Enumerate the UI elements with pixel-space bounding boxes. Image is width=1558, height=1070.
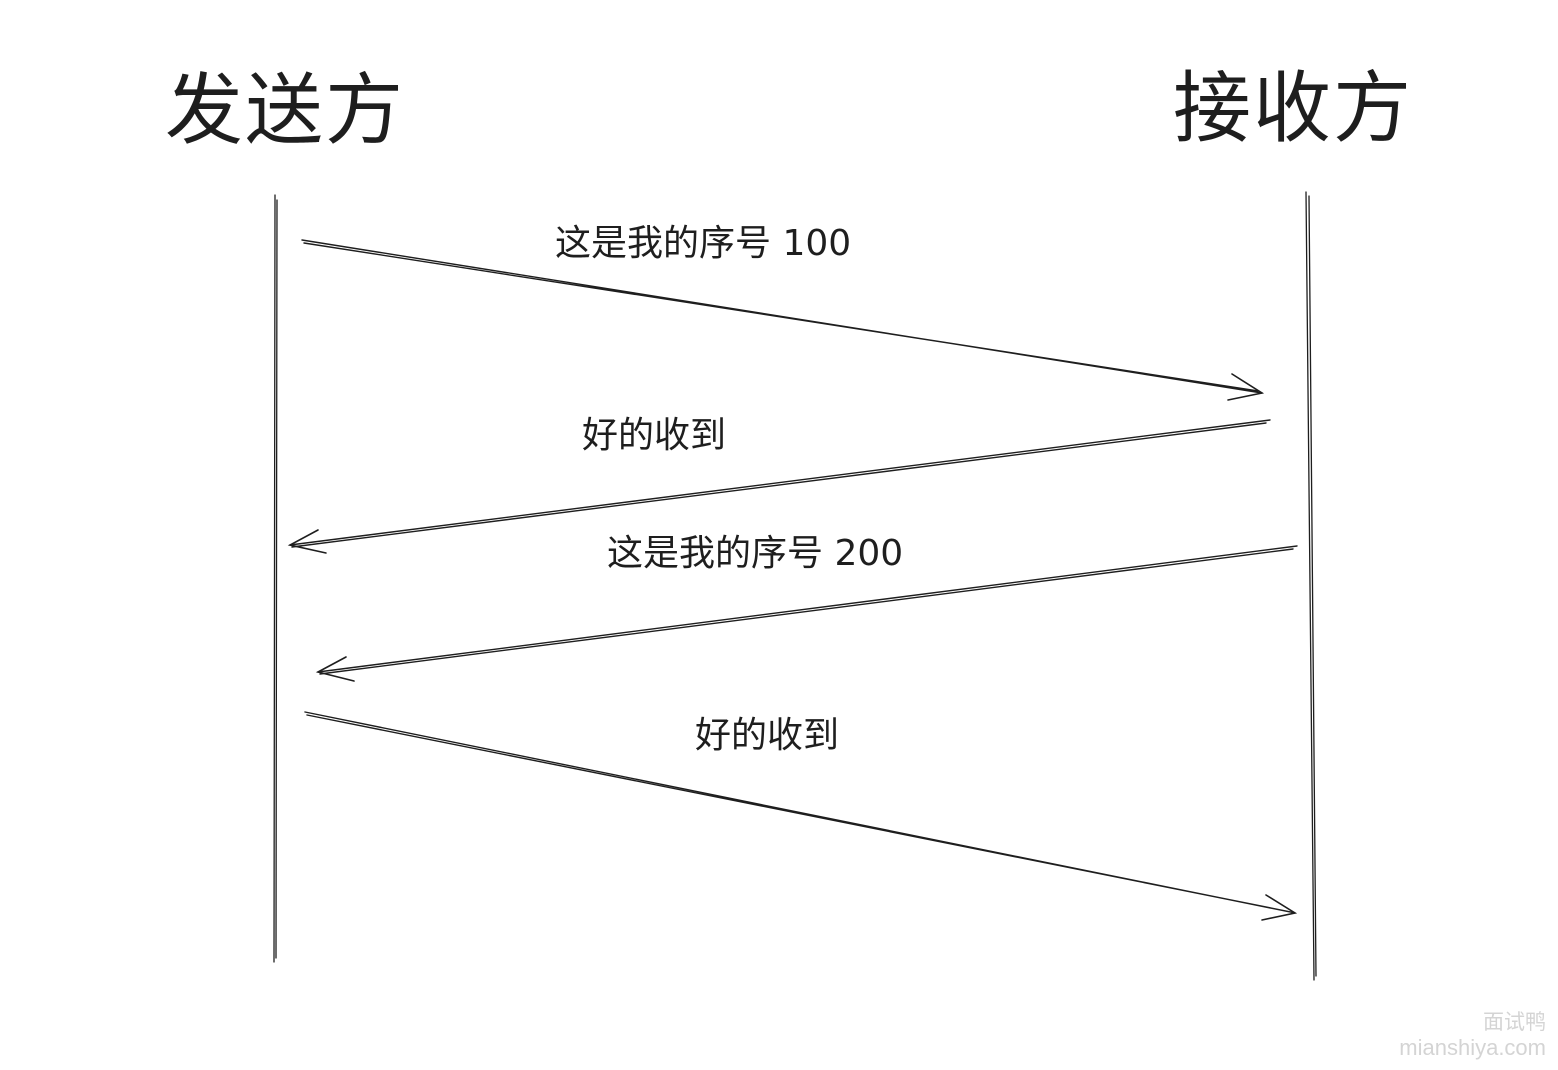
- receiver-title: 接收方: [1173, 64, 1414, 154]
- message-label-3: 这是我的序号 200: [607, 533, 904, 574]
- message-arrow-4: [304, 711, 1298, 921]
- message-arrow-3: [315, 545, 1298, 682]
- receiver-lifeline: [1305, 191, 1317, 981]
- sender-lifeline: [273, 194, 278, 963]
- message-label-2: 好的收到: [582, 415, 727, 456]
- watermark-name: 面试鸭: [1483, 1011, 1546, 1034]
- message-arrow-1: [301, 239, 1265, 401]
- message-label-1: 这是我的序号 100: [555, 223, 852, 264]
- watermark-url: mianshiya.com: [1399, 1035, 1546, 1060]
- message-arrow-2: [287, 419, 1271, 554]
- message-label-4: 好的收到: [695, 715, 840, 756]
- sender-title: 发送方: [165, 66, 406, 156]
